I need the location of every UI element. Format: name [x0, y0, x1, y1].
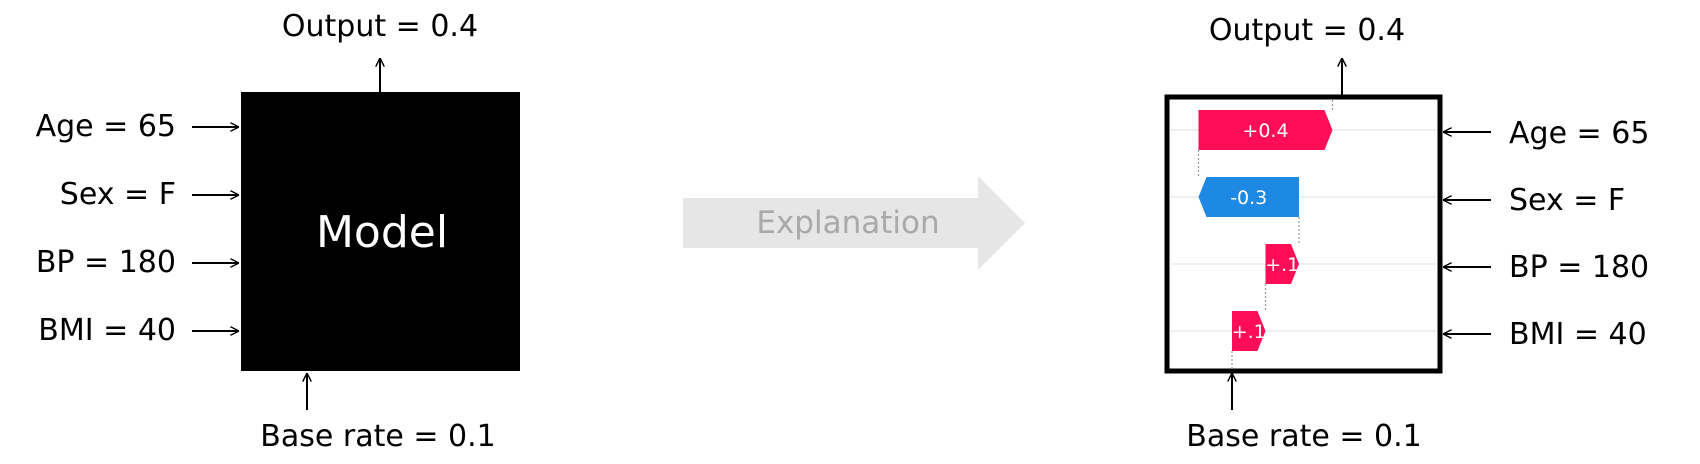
contribution-label: +0.4: [1242, 120, 1288, 142]
right-feature-age: Age = 65: [1509, 116, 1649, 151]
contribution-label: -0.3: [1230, 187, 1267, 209]
model-box: [241, 92, 520, 371]
right-base-rate-label: Base rate = 0.1: [1186, 419, 1421, 454]
contribution-bar: [1265, 244, 1299, 284]
contribution-label: +.1: [1265, 254, 1299, 276]
left-feature-bmi: BMI = 40: [38, 313, 176, 348]
left-panel: Output = 0.4 Model Age = 65 Sex = F BP =…: [36, 9, 520, 454]
explanation-arrow-shape: [683, 176, 1025, 270]
contribution-bar: [1198, 177, 1299, 217]
right-feature-bmi: BMI = 40: [1509, 317, 1647, 352]
explanation-label: Explanation: [756, 205, 939, 241]
left-output-label: Output = 0.4: [282, 9, 478, 44]
waterfall-bars: +0.4 -0.3 +.1 +.1: [1197, 100, 1334, 368]
explained-model-box: [1164, 94, 1443, 374]
left-feature-sex: Sex = F: [60, 177, 176, 212]
right-feature-sex: Sex = F: [1509, 183, 1625, 218]
explanation-arrow: Explanation: [683, 176, 1025, 270]
contribution-bar: [1198, 110, 1333, 150]
right-panel: Output = 0.4 +0.4 -0.3 +.1 +.1 Age = 65 Sex…: [1164, 13, 1649, 454]
left-feature-bp: BP = 180: [36, 245, 176, 280]
right-feature-bp: BP = 180: [1509, 250, 1649, 285]
contribution-label: +.1: [1232, 321, 1266, 343]
model-label: Model: [316, 207, 448, 258]
right-output-label: Output = 0.4: [1209, 13, 1405, 48]
contribution-bar: [1232, 311, 1266, 351]
left-feature-age: Age = 65: [36, 109, 176, 144]
left-base-rate-label: Base rate = 0.1: [260, 419, 495, 454]
